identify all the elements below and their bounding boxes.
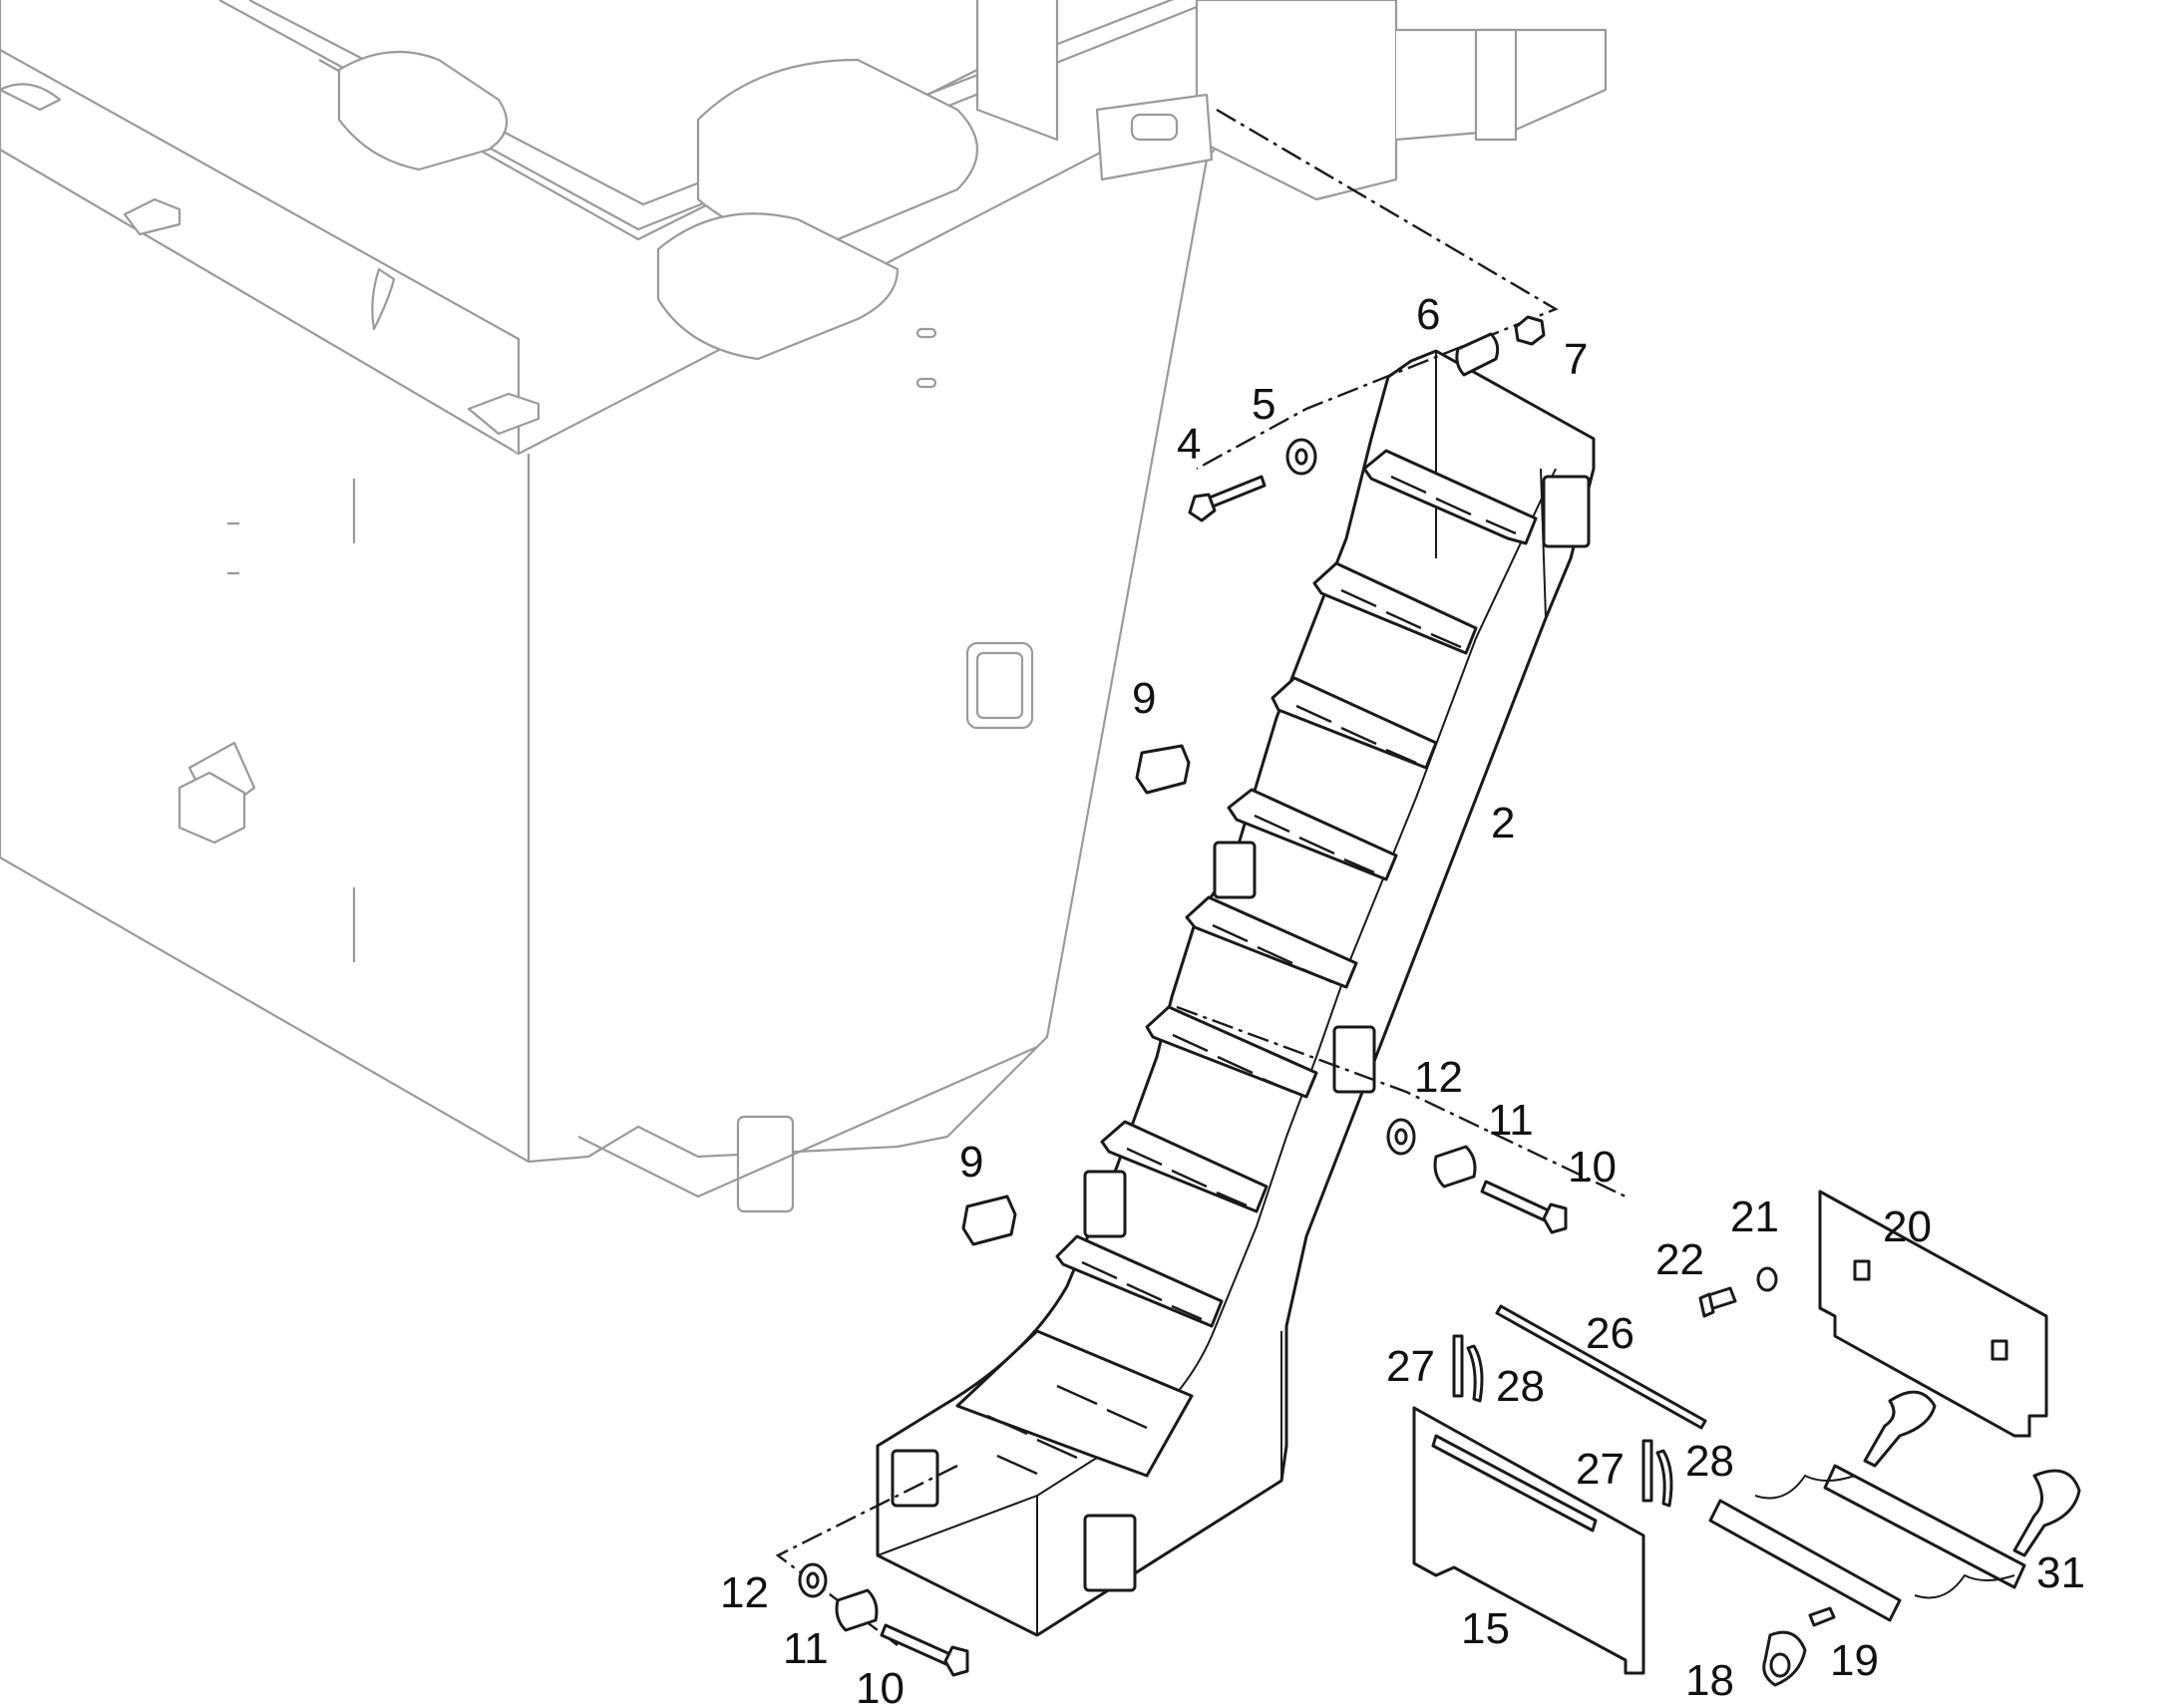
- bushing-part-11-upper: [1433, 1145, 1477, 1189]
- bolt-part-10-upper: [1480, 1180, 1553, 1223]
- callout-31: 31: [2036, 1548, 2085, 1597]
- screw-part-19: [1808, 1606, 1836, 1627]
- bolt-head-part-4: [1188, 493, 1217, 522]
- bushing-part-11-lower: [835, 1588, 879, 1632]
- bolt-part-10-lower: [880, 1623, 954, 1667]
- callout-22: 22: [1655, 1235, 1704, 1284]
- callout-11-upper: 11: [1488, 1096, 1534, 1145]
- bracket-part-9-lower: [961, 1195, 1017, 1246]
- fasteners-bottom: [798, 1562, 969, 1677]
- clip-part-28-lower: [1655, 1449, 1673, 1508]
- callout-2: 2: [1491, 799, 1515, 848]
- washer-part-21: [1756, 1266, 1778, 1292]
- fasteners-top: [1188, 315, 1546, 522]
- clip-part-28-upper: [1466, 1344, 1484, 1403]
- callout-9-upper: 9: [1132, 674, 1156, 723]
- rod-part-26: [1495, 1304, 1707, 1430]
- callout-18: 18: [1685, 1656, 1734, 1705]
- callout-28-upper: 28: [1496, 1362, 1545, 1411]
- callout-5: 5: [1252, 380, 1275, 429]
- clip-part-27-lower: [1641, 1439, 1653, 1503]
- callout-7: 7: [1564, 335, 1588, 384]
- callout-12-upper: 12: [1414, 1053, 1463, 1102]
- handrail-part-31: [1708, 1390, 2081, 1622]
- panel-part-15: [1412, 1406, 1645, 1675]
- callout-6: 6: [1416, 290, 1440, 339]
- accessory-parts: [1412, 1190, 2081, 1687]
- callout-labels: 2 4 5 6 7 9 9 12 11 10 12 11 10 21 20 22…: [720, 290, 2085, 1708]
- clip-part-27-upper: [1452, 1334, 1464, 1398]
- assembly-axis-lines: [775, 108, 1627, 1646]
- callout-21: 21: [1730, 1193, 1779, 1241]
- callout-27-upper: 27: [1386, 1342, 1435, 1391]
- callout-4: 4: [1177, 420, 1201, 469]
- ladder-frame-part-2: [876, 349, 1596, 1637]
- callout-9-lower: 9: [959, 1138, 983, 1187]
- callout-27-lower: 27: [1576, 1445, 1625, 1494]
- panel-part-20: [1818, 1190, 2048, 1438]
- callout-10-lower: 10: [856, 1664, 905, 1708]
- fasteners-middle: [961, 744, 1568, 1246]
- nut-part-7: [1514, 315, 1546, 346]
- callout-12-lower: 12: [720, 1568, 769, 1617]
- bushing-part-6: [1455, 332, 1500, 377]
- ladder-steps: [955, 449, 1538, 1478]
- callout-19: 19: [1830, 1636, 1879, 1685]
- callout-15: 15: [1461, 1604, 1510, 1653]
- callout-20: 20: [1883, 1202, 1932, 1251]
- callout-11-lower: 11: [783, 1624, 829, 1673]
- bracket-part-9-upper: [1135, 744, 1191, 795]
- callout-28-lower: 28: [1685, 1437, 1734, 1486]
- machine-body-context: [0, 0, 1608, 1213]
- callout-10-upper: 10: [1568, 1143, 1617, 1192]
- callout-26: 26: [1586, 1309, 1635, 1358]
